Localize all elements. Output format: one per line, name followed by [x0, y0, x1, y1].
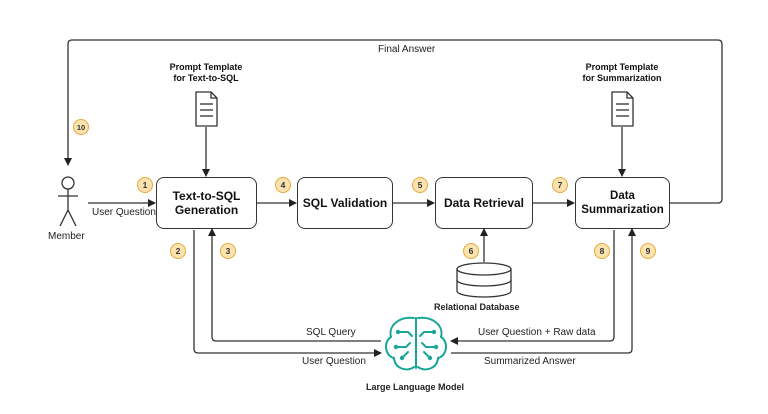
arrow-3	[208, 228, 381, 342]
step-badge-3: 3	[220, 243, 236, 259]
step-badge-1: 1	[137, 177, 153, 193]
sql-validation-node: SQL Validation	[297, 177, 393, 229]
data-summarization-node: Data Summarization	[575, 177, 670, 229]
user-question-in-label: User Question	[92, 207, 156, 218]
llm-label: Large Language Model	[366, 382, 465, 392]
arrow-8	[450, 230, 615, 345]
summary-prompt-template-label: Prompt Template for Summarization	[582, 62, 662, 83]
sql-query-label: SQL Query	[306, 327, 356, 338]
final-answer-label: Final Answer	[378, 44, 436, 55]
step-badge-8: 8	[594, 243, 610, 259]
summarized-answer-label: Summarized Answer	[484, 356, 576, 367]
sql-template-document-icon	[195, 91, 218, 127]
step-badge-5: 5	[412, 177, 428, 193]
member-icon	[58, 176, 78, 227]
user-question-llm-label: User Question	[302, 356, 366, 367]
step-badge-9: 9	[640, 243, 656, 259]
arrow-9	[451, 228, 636, 354]
arrow-2	[193, 230, 382, 357]
relational-database-label: Relational Database	[434, 302, 520, 312]
step-badge-4: 4	[275, 177, 291, 193]
llm-brain-icon	[385, 316, 447, 371]
data-retrieval-node: Data Retrieval	[435, 177, 533, 229]
user-question-raw-data-label: User Question + Raw data	[478, 327, 596, 338]
step-badge-10: 10	[73, 119, 89, 135]
member-label: Member	[48, 231, 85, 242]
database-icon	[456, 262, 512, 298]
final-answer-arrow	[64, 39, 723, 204]
step-badge-6: 6	[463, 243, 479, 259]
text-to-sql-generation-node: Text-to-SQL Generation	[156, 177, 257, 229]
step-badge-7: 7	[552, 177, 568, 193]
step-badge-2: 2	[170, 243, 186, 259]
sql-prompt-template-label: Prompt Template for Text-to-SQL	[169, 62, 243, 83]
summary-template-document-icon	[611, 91, 634, 127]
